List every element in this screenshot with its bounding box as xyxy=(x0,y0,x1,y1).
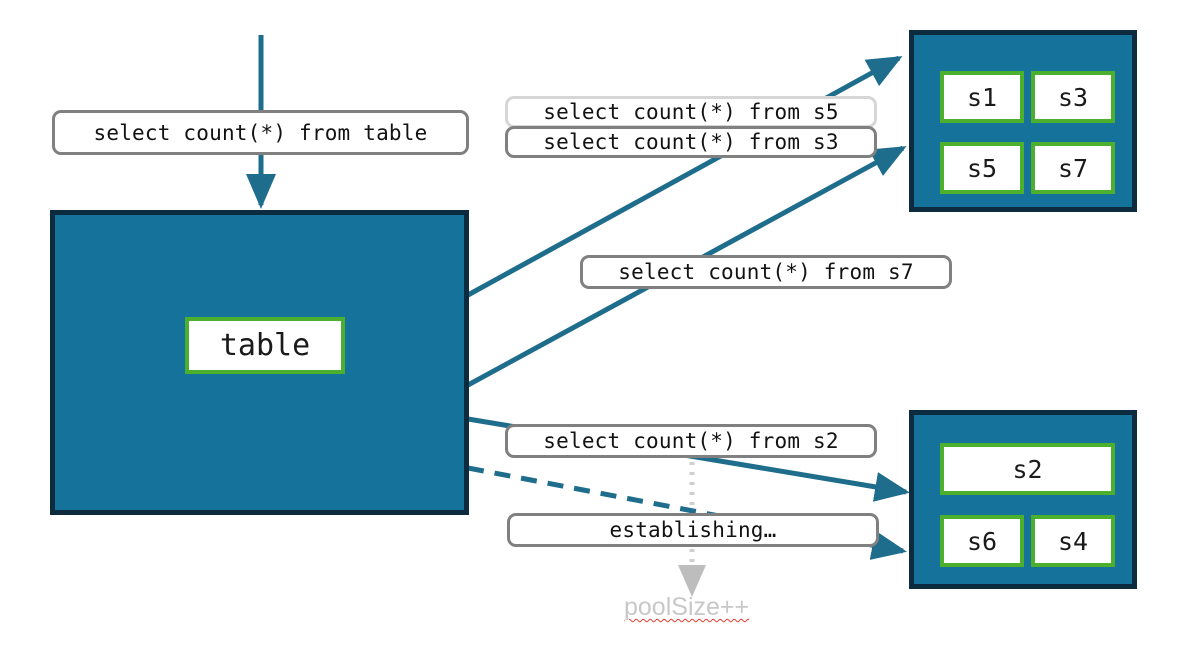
pool-node-s2[interactable]: s2 xyxy=(940,443,1115,495)
pool-node-s3[interactable]: s3 xyxy=(1031,71,1115,123)
query-label-entry[interactable]: select count(*) from table xyxy=(52,110,469,155)
pool-node-s5[interactable]: s5 xyxy=(940,142,1024,194)
pool-container-bottom[interactable]: s2 s6 s4 xyxy=(909,410,1137,589)
query-label-s5[interactable]: select count(*) from s5 xyxy=(505,96,877,128)
pool-node-s1[interactable]: s1 xyxy=(940,71,1024,123)
query-label-s2[interactable]: select count(*) from s2 xyxy=(505,424,877,458)
query-label-s7[interactable]: select count(*) from s7 xyxy=(580,255,952,289)
query-label-s3[interactable]: select count(*) from s3 xyxy=(505,126,877,158)
pool-node-s6[interactable]: s6 xyxy=(940,515,1024,567)
pool-node-s4[interactable]: s4 xyxy=(1031,515,1115,567)
table-node[interactable]: table xyxy=(185,317,345,374)
annotation-poolsize-text: poolSize++ xyxy=(624,593,750,621)
status-label-establishing[interactable]: establishing… xyxy=(507,513,879,547)
pool-container-top[interactable]: s1 s3 s5 s7 xyxy=(909,30,1137,212)
pool-node-s7[interactable]: s7 xyxy=(1031,142,1115,194)
annotation-poolsize: poolSize++ xyxy=(624,593,749,622)
database-container[interactable]: table xyxy=(50,210,469,515)
